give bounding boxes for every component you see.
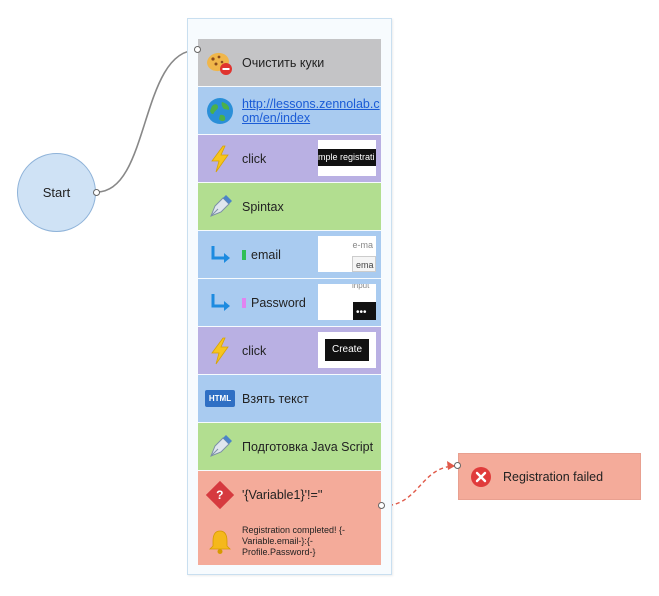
thumbnail-text: ema (352, 256, 376, 272)
block-label: Password (251, 295, 306, 310)
block-prepare-js[interactable]: Подготовка Java Script (198, 423, 381, 470)
element-thumbnail: input ••• (318, 284, 376, 320)
block-label: email (251, 247, 281, 262)
thumbnail-text: input (352, 284, 370, 290)
thumbnail-text: Create (325, 339, 369, 361)
html-icon: HTML (198, 375, 242, 422)
block-condition[interactable]: ? '{Variable1}'!='' (198, 471, 381, 518)
variable-marker (242, 249, 246, 260)
thumbnail-text: ••• (353, 302, 376, 320)
arrow-turn-icon (198, 279, 242, 326)
block-label: Spintax (242, 199, 284, 214)
error-icon (459, 453, 503, 500)
condition-false-port[interactable] (378, 502, 385, 509)
registration-failed-node[interactable]: Registration failed (458, 453, 641, 500)
block-set-email[interactable]: email e-ma ema (198, 231, 381, 278)
arrow-turn-icon (198, 231, 242, 278)
variable-marker (242, 297, 246, 308)
block-label: click (242, 343, 267, 358)
question-icon: ? (198, 471, 242, 518)
cookie-icon (198, 39, 242, 86)
fail-label: Registration failed (503, 469, 604, 484)
pen-icon (198, 183, 242, 230)
question-icon-text: ? (216, 487, 224, 502)
bell-icon (198, 518, 242, 565)
block-click-register[interactable]: click mple registrati (198, 135, 381, 182)
block-click-create[interactable]: click Create (198, 327, 381, 374)
group-input-port[interactable] (194, 46, 201, 53)
block-navigate-url[interactable]: http://lessons.zennolab.com/en/index (198, 87, 381, 134)
start-label: Start (42, 185, 71, 200)
start-connection (96, 49, 198, 193)
element-thumbnail: mple registrati (318, 140, 376, 176)
fail-input-port[interactable] (454, 462, 461, 469)
globe-icon (198, 87, 242, 134)
pen-icon (198, 423, 242, 470)
fail-connection (381, 465, 457, 507)
block-notify-complete[interactable]: Registration completed! {-Variable.email… (198, 518, 381, 565)
block-label: Взять текст (242, 391, 309, 406)
block-label: click (242, 151, 267, 166)
block-spintax[interactable]: Spintax (198, 183, 381, 230)
block-label: Очистить куки (242, 55, 325, 70)
lightning-icon (198, 135, 242, 182)
element-thumbnail: Create (318, 332, 376, 368)
block-label: Registration completed! {-Variable.email… (242, 525, 346, 557)
block-set-password[interactable]: Password input ••• (198, 279, 381, 326)
element-thumbnail: e-ma ema (318, 236, 376, 272)
block-get-text[interactable]: HTML Взять текст (198, 375, 381, 422)
thumbnail-text: e-ma (352, 240, 373, 250)
block-clear-cookies[interactable]: Очистить куки (198, 39, 381, 86)
block-label: '{Variable1}'!='' (242, 487, 323, 502)
thumbnail-text: mple registrati (318, 149, 376, 166)
start-node[interactable]: Start (17, 153, 96, 232)
start-output-port[interactable] (93, 189, 100, 196)
url-link[interactable]: http://lessons.zennolab.com/en/index (242, 96, 380, 125)
block-label: Подготовка Java Script (242, 439, 374, 454)
html-icon-text: HTML (205, 390, 235, 407)
lightning-icon (198, 327, 242, 374)
